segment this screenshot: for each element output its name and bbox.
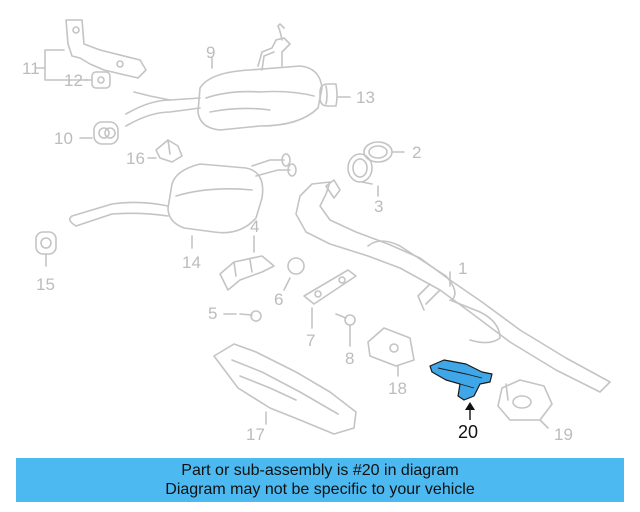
callout-3: 3 bbox=[374, 197, 384, 216]
callout-13: 13 bbox=[356, 88, 375, 107]
part-8-bolt bbox=[335, 313, 356, 326]
part-19-leader bbox=[539, 419, 549, 429]
part-10-clamp bbox=[93, 121, 119, 145]
part-19-mount bbox=[497, 379, 553, 421]
part-20-highlighted-bracket bbox=[429, 359, 493, 401]
callout-11: 11 bbox=[22, 59, 40, 78]
callout-7: 7 bbox=[306, 331, 316, 350]
part-1-front-pipe bbox=[295, 179, 611, 393]
part-6-grommet bbox=[287, 257, 305, 275]
callout-5: 5 bbox=[208, 304, 218, 323]
part-11-hanger-bracket bbox=[65, 19, 147, 79]
banner-line-disclaimer: Diagram may not be specific to your vehi… bbox=[165, 481, 475, 498]
part-3-clamp bbox=[347, 153, 373, 185]
part-7-gasket bbox=[303, 269, 357, 305]
part-18-bracket bbox=[367, 327, 415, 367]
part-14-center-muffler bbox=[68, 153, 297, 234]
callout-14: 14 bbox=[182, 253, 201, 272]
part-15-clamp bbox=[35, 231, 57, 255]
part-16-bracket bbox=[155, 139, 183, 163]
callout-16: 16 bbox=[126, 149, 145, 168]
callout-8: 8 bbox=[345, 349, 355, 368]
callout-17: 17 bbox=[246, 425, 265, 444]
banner-line-part: Part or sub-assembly is #20 in diagram bbox=[181, 462, 459, 479]
callout-18: 18 bbox=[388, 379, 407, 398]
callout-12: 12 bbox=[64, 71, 83, 90]
callout-1: 1 bbox=[458, 259, 468, 278]
callout-15: 15 bbox=[36, 275, 55, 294]
part-4-bracket bbox=[219, 255, 275, 291]
callout-9: 9 bbox=[206, 43, 216, 62]
part-12-rubber-hanger bbox=[91, 71, 111, 89]
part-13-rubber-mount bbox=[319, 83, 338, 107]
callout-20: 20 bbox=[458, 422, 479, 442]
part-9-rear-muffler bbox=[125, 23, 323, 131]
part-11-bracket-line bbox=[44, 49, 51, 81]
callout-19: 19 bbox=[554, 425, 573, 444]
part-5-bolt bbox=[239, 310, 262, 322]
callout-4: 4 bbox=[250, 217, 260, 236]
part-6-leader bbox=[283, 277, 291, 291]
info-banner: Part or sub-assembly is #20 in diagram D… bbox=[16, 458, 624, 502]
callout-6: 6 bbox=[274, 290, 284, 309]
part-17-heat-shield bbox=[213, 343, 357, 435]
callout-2: 2 bbox=[412, 143, 422, 162]
part-20-arrow bbox=[465, 402, 475, 420]
callout-10: 10 bbox=[54, 129, 73, 148]
